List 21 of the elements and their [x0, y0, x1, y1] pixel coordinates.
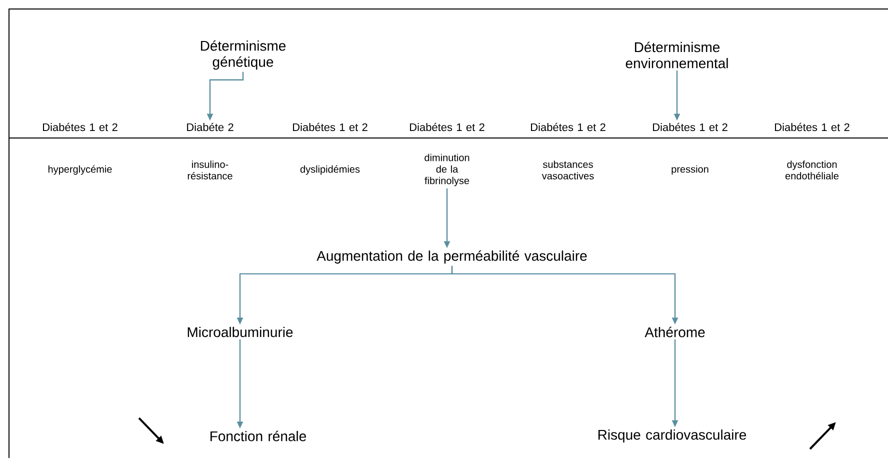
- column-header: Diabétes 1 et 2: [531, 122, 606, 132]
- heading: Déterminisme environnemental: [626, 42, 728, 68]
- factor-label: pression: [672, 165, 708, 175]
- factor-label: dysfonction endothéliale: [785, 160, 839, 180]
- factor-label: hyperglycémie: [48, 165, 112, 175]
- outcome-label: Fonction rénale: [210, 430, 306, 442]
- factor-label: insulino- résistance: [188, 160, 232, 180]
- column-header: Diabétes 1 et 2: [43, 122, 118, 132]
- column-header: Diabétes 1 et 2: [293, 122, 368, 132]
- outcome-label: Augmentation de la perméabilité vasculaire: [316, 250, 587, 264]
- column-header: Diabétes 1 et 2: [653, 122, 728, 132]
- outcome-label: Risque cardiovasculaire: [598, 429, 746, 443]
- heading: Déterminisme génétique: [200, 40, 286, 70]
- outcome-label: Athérome: [644, 326, 705, 338]
- factor-label: dyslipidémies: [300, 165, 360, 175]
- factor-label: substances vasoactives: [542, 160, 594, 180]
- column-header: Diabéte 2: [187, 122, 234, 132]
- column-header: Diabétes 1 et 2: [775, 122, 850, 132]
- column-header: Diabétes 1 et 2: [410, 122, 484, 132]
- factor-label: diminution de la fibrinolyse: [424, 154, 470, 186]
- outcome-label: Microalbuminurie: [188, 326, 293, 338]
